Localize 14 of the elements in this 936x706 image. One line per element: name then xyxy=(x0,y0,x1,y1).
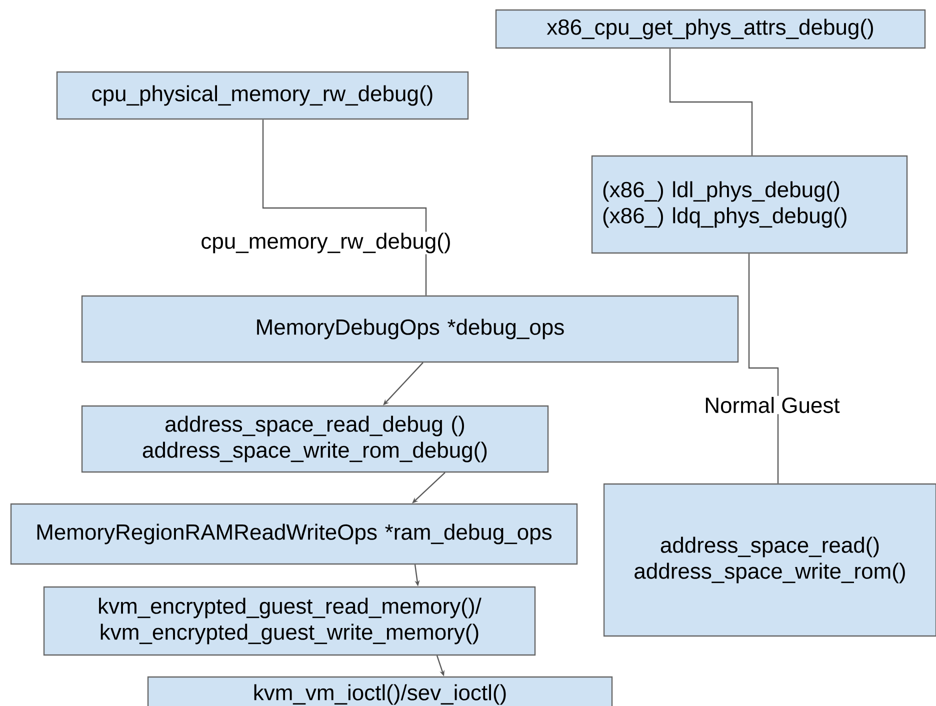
edge-label: Normal Guest xyxy=(703,396,841,414)
function-box: MemoryRegionRAMReadWriteOps *ram_debug_ops xyxy=(10,503,578,565)
function-box: address_space_read() address_space_write_rom() xyxy=(603,483,936,637)
function-box: (x86_) ldl_phys_debug() (x86_) ldq_phys_debug() xyxy=(591,155,908,254)
function-box: kvm_vm_ioctl()/sev_ioctl() xyxy=(147,676,613,706)
function-box: cpu_physical_memory_rw_debug() xyxy=(56,71,469,120)
function-box: kvm_encrypted_guest_read_memory()/ kvm_encrypted_guest_write_memory() xyxy=(43,586,536,656)
function-box: MemoryDebugOps *debug_ops xyxy=(81,295,739,363)
connector-line xyxy=(748,254,779,484)
function-box: x86_cpu_get_phys_attrs_debug() xyxy=(495,9,926,49)
edge-label: cpu_memory_rw_debug() xyxy=(200,232,452,254)
connector-line xyxy=(669,48,753,156)
function-box: address_space_read_debug () address_space_write_rom_debug() xyxy=(81,405,549,473)
connector-line xyxy=(262,120,427,296)
